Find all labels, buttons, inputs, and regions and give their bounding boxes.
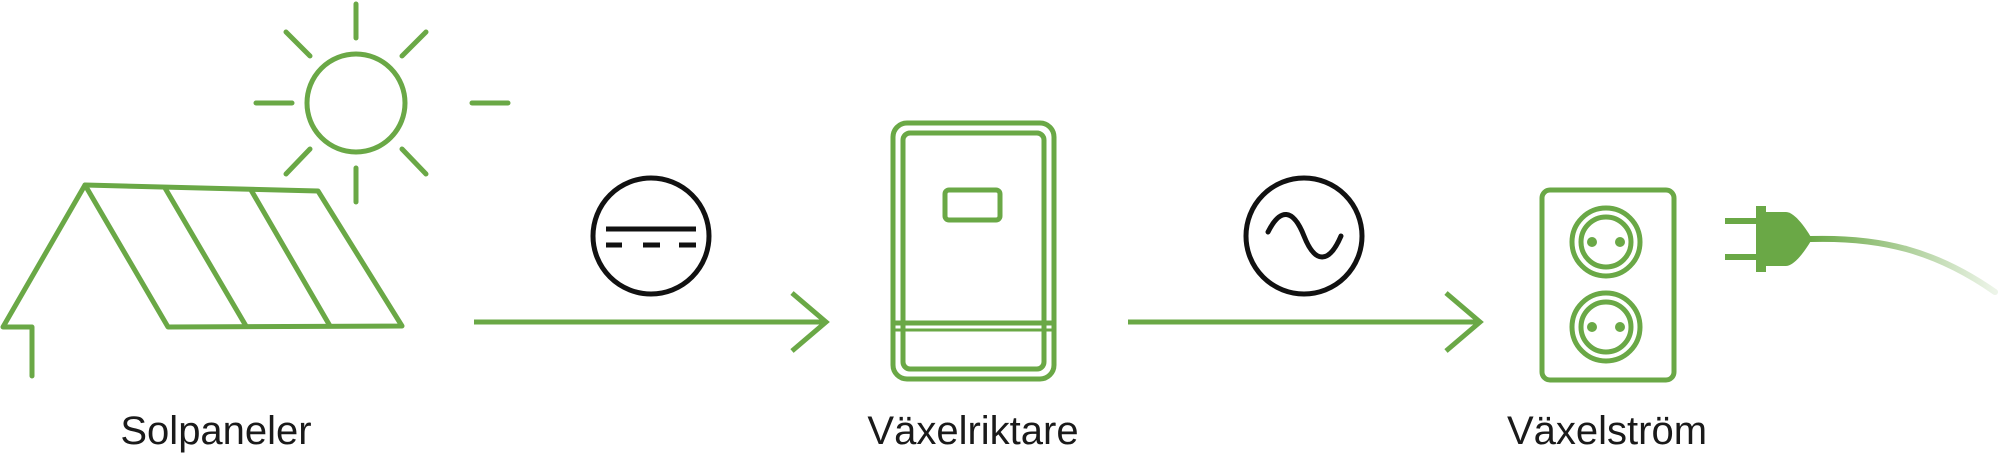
solar-panel-roof-icon bbox=[0, 182, 405, 379]
arrow-ac-flow bbox=[1128, 291, 1484, 353]
alternating-current-symbol-icon bbox=[1243, 175, 1365, 297]
arrow-dc-flow bbox=[474, 291, 830, 353]
direct-current-symbol-icon bbox=[590, 175, 712, 297]
socket-holes bbox=[1587, 237, 1625, 332]
power-plug-icon bbox=[1725, 206, 1998, 295]
inverter-cabinet-icon bbox=[890, 120, 1057, 382]
label-alternating-current: Växelström bbox=[1507, 409, 1707, 453]
sun-icon bbox=[253, 1, 511, 205]
label-inverter: Växelriktare bbox=[867, 409, 1078, 453]
double-power-socket-icon bbox=[1539, 187, 1677, 383]
label-solar-panels: Solpaneler bbox=[120, 409, 311, 453]
